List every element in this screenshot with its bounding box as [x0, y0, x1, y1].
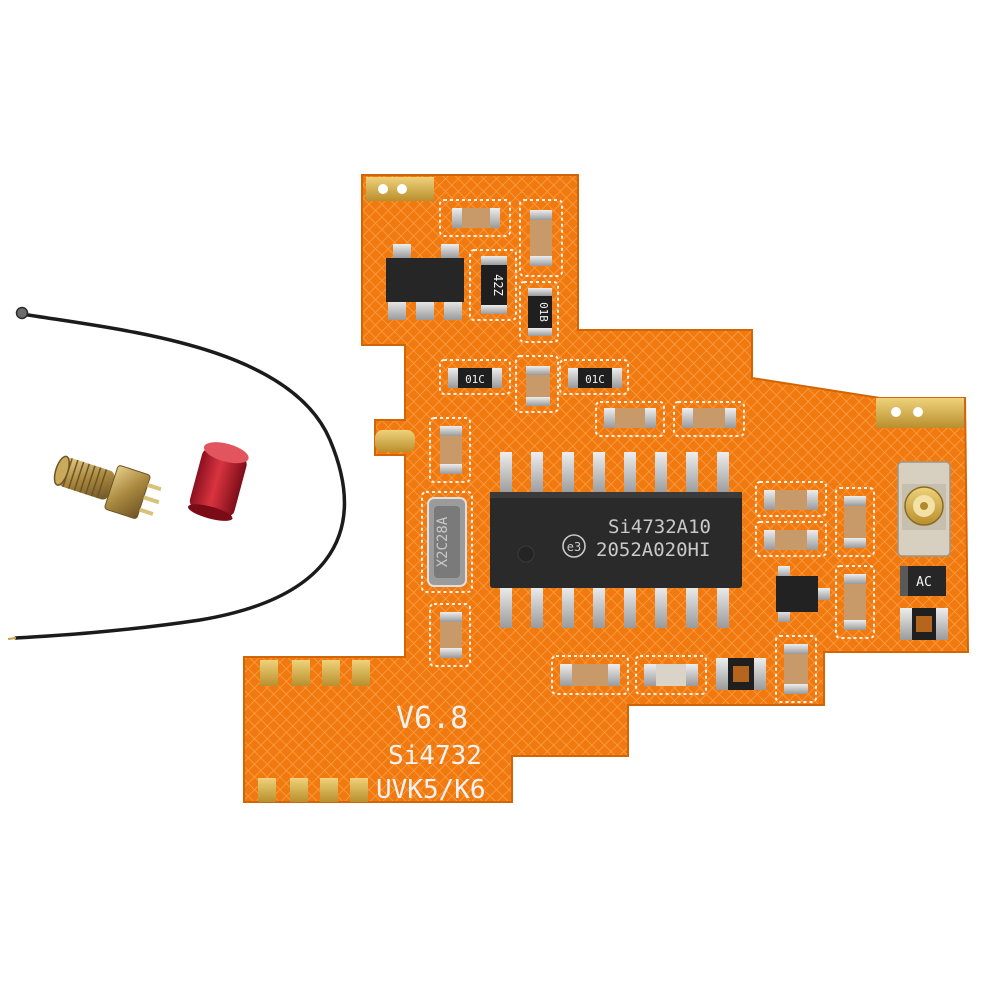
capacitor: [764, 490, 818, 510]
gold-contact-pads: [258, 177, 964, 802]
sma-connector: [53, 455, 162, 519]
capacitor: [560, 664, 620, 686]
smd-passives: 42Z 01B 01C 01C: [440, 208, 948, 694]
capacitor: [644, 664, 698, 686]
capacitor: [844, 574, 866, 630]
resistor-01b-label: 01B: [537, 302, 550, 322]
cable-bare-end: [7, 637, 17, 640]
capacitor: [440, 426, 462, 474]
sot23-regulator: [386, 244, 464, 320]
inductor: [900, 608, 948, 640]
crystal-label: X2C28A: [435, 516, 451, 567]
resistor-01b: 01B: [528, 288, 552, 336]
flex-pcb-board: [243, 174, 970, 803]
capacitor: [530, 210, 552, 266]
silkscreen-labels: V6.8 Si4732 UVK5/K6: [376, 701, 486, 805]
capacitor: [844, 496, 866, 548]
left-gold-tab: [375, 430, 415, 452]
ufl-receptacle: [897, 461, 951, 557]
capacitor: [452, 208, 500, 228]
resistor-42z: 42Z: [481, 256, 507, 314]
chip-part-number: Si4732A10: [608, 516, 711, 538]
bottom-edge-contacts: [258, 778, 368, 802]
capacitor: [604, 408, 656, 428]
capacitor: [526, 366, 550, 406]
diode-ac: AC: [900, 566, 946, 596]
chip-e3-mark: [562, 534, 586, 558]
resistor-01c-label: 01C: [465, 373, 485, 386]
ufl-plug: [15, 306, 29, 320]
resistor-42z-label: 42Z: [491, 274, 505, 296]
capacitor: [440, 612, 462, 658]
red-dust-cap: [187, 442, 249, 521]
model-label: UVK5/K6: [376, 775, 486, 805]
crystal-oscillator: X2C28A: [427, 497, 467, 587]
top-edge-contacts: [260, 660, 370, 686]
sot23-transistor: [776, 566, 830, 622]
inductor: [716, 658, 766, 690]
capacitor: [784, 644, 808, 694]
chip-pins-top: [500, 452, 729, 494]
resistor-01c-label: 01C: [585, 373, 605, 386]
diode-label: AC: [916, 575, 932, 590]
si4732-chip: e3 Si4732A10 2052A020HI: [490, 452, 742, 628]
resistor-01c: 01C: [448, 368, 502, 388]
chip-e3-label: e3: [567, 540, 581, 554]
resistor-01c: 01C: [568, 368, 622, 388]
chip-pin1-dot: [517, 545, 535, 563]
capacitor: [682, 408, 736, 428]
version-label: V6.8: [396, 701, 468, 736]
chip-silk-label: Si4732: [388, 741, 482, 771]
chip-date-code: 2052A020HI: [596, 539, 710, 561]
chip-pins-bottom: [500, 586, 729, 628]
capacitor: [764, 530, 818, 550]
ufl-coax-cable: [7, 306, 347, 640]
